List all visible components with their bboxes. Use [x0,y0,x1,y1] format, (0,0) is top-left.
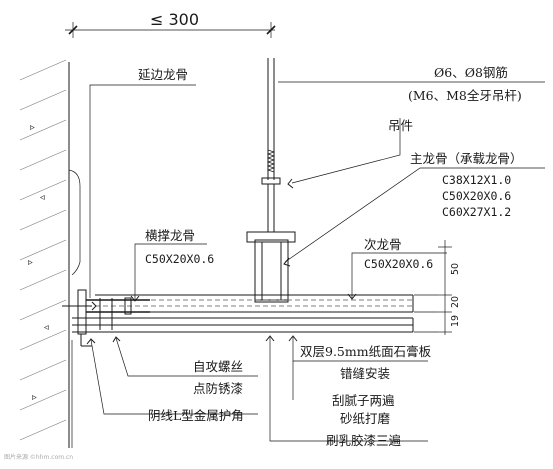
wall: ▹ ◃ ▹ ◃ ▹ [19,59,81,448]
label-main-spec-1: C38X12X1.0 [442,173,511,187]
svg-text:▹: ▹ [30,122,35,133]
label-screw: 自攻螺丝 [193,359,243,374]
plaster-layer [68,169,81,276]
width-dimension: ≤ 300 [65,10,276,38]
dim-50: 50 [450,263,461,275]
watermark: 图片来源 ©hhm.com.cn [4,453,73,461]
svg-text:▹: ▹ [32,392,37,403]
edge-keel-detail [62,289,150,347]
height-dimension: 50 20 19 [414,240,461,335]
label-edge-keel: 延边龙骨 [138,67,188,82]
label-hanger: 吊件 [388,118,413,133]
label-rust: 点防锈漆 [193,381,243,396]
hanger-rod [261,58,281,200]
label-paint: 刷乳胶漆三遍 [326,433,402,448]
label-board: 双层9.5mm纸面石膏板 [300,344,432,359]
label-main-spec-3: C60X27X1.2 [442,205,511,219]
label-rebar: Ø6、Ø8钢筋 [434,65,508,80]
dim-19: 19 [450,315,461,327]
dim-20: 20 [450,296,461,308]
label-putty: 刮腻子两遍 [332,393,395,408]
label-rod-note: (M6、M8全牙吊杆) [408,88,522,103]
width-dimension-label: ≤ 300 [150,10,199,29]
label-secondary-spec: C50X20X0.6 [364,257,433,271]
label-secondary-keel: 次龙骨 [364,237,402,252]
wall-hatching: ▹ ◃ ▹ ◃ ▹ [19,59,67,441]
leader-lines [86,81,545,442]
label-cross-spec: C50X20X0.6 [145,252,214,266]
hanger-bracket [246,200,296,303]
label-main-keel: 主龙骨（承载龙骨） [410,151,523,166]
svg-text:◃: ◃ [40,192,45,203]
label-stagger: 错缝安装 [340,366,390,381]
label-main-spec-2: C50X20X0.6 [442,189,511,203]
label-cross-keel: 横撑龙骨 [145,228,195,243]
label-corner: 阴线L型金属护角 [148,408,244,423]
svg-text:▹: ▹ [28,257,33,268]
label-sand: 砂纸打磨 [340,411,391,426]
svg-text:◃: ◃ [44,322,49,333]
